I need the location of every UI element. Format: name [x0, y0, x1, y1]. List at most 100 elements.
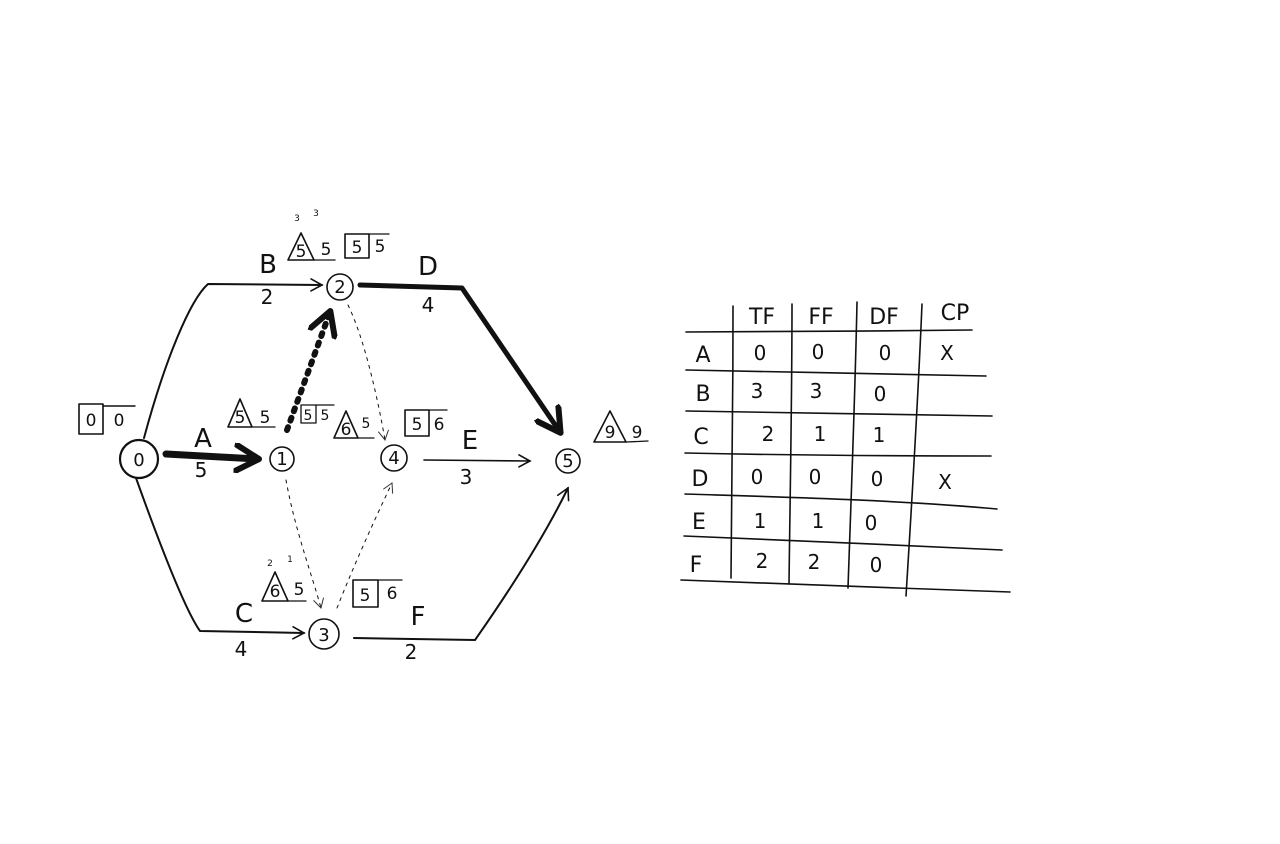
dummy-arrow-1-to-2	[284, 312, 330, 433]
svg-text:0: 0	[86, 411, 97, 431]
svg-text:B: B	[695, 382, 710, 407]
svg-text:5: 5	[296, 242, 307, 262]
table-row: E 1 1 0	[692, 509, 877, 535]
node-3-time-box: 5 6	[352, 579, 403, 608]
svg-text:0: 0	[809, 465, 822, 489]
svg-text:0: 0	[812, 340, 825, 364]
node-4-time-triangle: 6 5	[333, 410, 375, 440]
table-header-ff: FF	[808, 305, 833, 330]
svg-text:1: 1	[276, 449, 287, 470]
svg-text:6: 6	[387, 584, 398, 604]
table-row: F 2 2 0	[690, 549, 883, 578]
node-2-small-values: 3 3	[294, 209, 319, 224]
svg-text:0: 0	[874, 382, 887, 406]
svg-text:5: 5	[352, 238, 363, 258]
node-2-time-box: 5 5	[344, 233, 390, 259]
activity-label-c: C	[235, 599, 253, 629]
svg-text:3: 3	[810, 379, 823, 403]
svg-text:2: 2	[762, 422, 775, 446]
node-3-time-triangle: 6 5	[261, 571, 307, 602]
activity-arrows	[135, 278, 570, 641]
svg-text:5: 5	[304, 408, 313, 424]
svg-text:5: 5	[562, 451, 573, 472]
svg-text:5: 5	[375, 237, 386, 257]
critical-path-mark: X	[940, 341, 954, 365]
float-table: TF FF DF CP A 0 0 0 X B 3 3 0 C 2 1 1 D	[680, 301, 1011, 597]
dummy-arrows	[284, 304, 394, 609]
table-row: D 0 0 0 X	[692, 465, 953, 494]
svg-text:6: 6	[270, 582, 281, 602]
activity-duration-b: 2	[261, 285, 274, 309]
dummy-arrow-1-to-3	[285, 479, 324, 609]
activity-label-f: F	[411, 602, 426, 632]
critical-path-mark: X	[938, 470, 952, 494]
svg-text:D: D	[692, 467, 709, 492]
table-row: A 0 0 0 X	[695, 340, 954, 368]
svg-text:0: 0	[751, 465, 764, 489]
svg-text:2: 2	[808, 550, 821, 574]
svg-text:5: 5	[294, 580, 305, 600]
dummy-arrow-3-to-4	[336, 482, 394, 609]
arrow-activity-c	[135, 477, 306, 640]
activity-duration-d: 4	[422, 293, 435, 317]
activity-duration-a: 5	[195, 458, 208, 482]
node-1-time-box: 5 5	[300, 404, 335, 424]
arrow-activity-e	[423, 454, 532, 468]
float-table-header: TF FF DF CP	[748, 301, 969, 330]
svg-text:3: 3	[313, 209, 319, 219]
svg-text:0: 0	[754, 341, 767, 365]
node-3: 3	[308, 618, 340, 650]
activity-label-d: D	[418, 252, 438, 282]
arrow-activity-d	[357, 282, 560, 432]
activity-duration-e: 3	[460, 465, 473, 489]
svg-text:5: 5	[235, 408, 246, 428]
svg-text:0: 0	[879, 341, 892, 365]
float-table-grid	[680, 301, 1011, 597]
svg-text:0: 0	[871, 467, 884, 491]
svg-text:9: 9	[632, 423, 643, 443]
svg-text:2: 2	[756, 549, 769, 573]
svg-text:9: 9	[605, 423, 616, 443]
svg-text:F: F	[690, 553, 703, 578]
svg-text:0: 0	[870, 553, 883, 577]
activity-label-b: B	[259, 250, 277, 280]
arrow-activity-f	[353, 486, 570, 641]
svg-text:3: 3	[318, 625, 329, 646]
svg-text:1: 1	[873, 423, 886, 447]
svg-text:5: 5	[260, 408, 271, 428]
svg-text:2: 2	[267, 559, 273, 569]
svg-text:5: 5	[321, 408, 330, 424]
node-5-time-triangle: 9 9	[593, 410, 649, 443]
table-header-cp: CP	[941, 301, 970, 326]
svg-text:5: 5	[412, 415, 423, 435]
node-3-small-values: 2 1	[267, 555, 293, 569]
svg-text:5: 5	[362, 416, 371, 432]
svg-text:1: 1	[754, 509, 767, 533]
table-row: C 2 1 1	[693, 422, 885, 450]
arrow-activity-a	[162, 454, 258, 459]
svg-text:E: E	[692, 510, 706, 535]
table-header-tf: TF	[748, 305, 775, 330]
table-header-df: DF	[869, 305, 899, 330]
arrow-activity-b	[143, 278, 324, 439]
svg-text:1: 1	[812, 509, 825, 533]
svg-text:A: A	[695, 343, 710, 368]
svg-text:C: C	[693, 425, 708, 450]
svg-text:1: 1	[814, 422, 827, 446]
svg-text:4: 4	[388, 448, 399, 469]
activity-labels: A 5 B 2 C 4 D 4 E 3 F 2	[194, 250, 478, 664]
svg-text:0: 0	[114, 411, 125, 431]
node-time-annotations: 0 0 5 5 5 5 3 3 5 5 5	[78, 209, 649, 608]
svg-text:3: 3	[294, 214, 300, 224]
activity-duration-c: 4	[235, 637, 248, 661]
svg-text:5: 5	[360, 586, 371, 606]
activity-duration-f: 2	[405, 640, 418, 664]
network-nodes: 0 1 2 3 4 5	[118, 273, 581, 650]
node-2-time-triangle: 5 5	[287, 232, 336, 262]
activity-label-a: A	[194, 424, 212, 454]
svg-text:6: 6	[341, 420, 352, 440]
svg-text:3: 3	[751, 379, 764, 403]
node-2: 2	[326, 273, 354, 301]
svg-text:0: 0	[133, 450, 144, 471]
node-5: 5	[555, 448, 581, 474]
